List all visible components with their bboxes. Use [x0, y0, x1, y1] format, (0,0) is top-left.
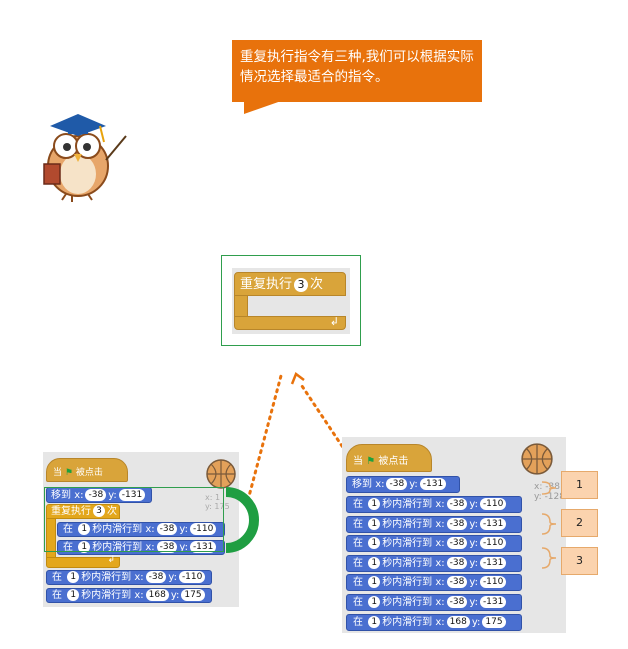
left-hat-block[interactable]: 当 ⚑ 被点击 — [46, 458, 128, 482]
highlight-box — [44, 487, 224, 552]
label-3: 3 — [561, 547, 598, 575]
label-1: 1 — [561, 471, 598, 499]
hat-when-label: 当 — [53, 468, 63, 478]
repeat-label: 重复执行 — [240, 277, 293, 292]
right-sprite-ball-icon — [521, 443, 553, 475]
owl-mascot-icon — [43, 114, 127, 202]
right-hat-block[interactable]: 当 ⚑ 被点击 — [346, 444, 432, 472]
sprite-ball-icon — [206, 459, 236, 489]
green-flag-icon: ⚑ — [64, 468, 73, 478]
bracket-marks — [541, 481, 557, 569]
repeat-count[interactable]: 3 — [294, 277, 309, 292]
green-arc-highlight — [225, 487, 259, 553]
right-green-flag-icon: ⚑ — [366, 456, 376, 467]
repeat-unit: 次 — [310, 277, 324, 292]
loop-arrow-icon: ↲ — [329, 315, 339, 328]
speech-callout: 重复执行指令有三种,我们可以根据实际情况选择最适合的指令。 — [232, 40, 482, 102]
right-hat-clicked-label: 被点击 — [378, 456, 409, 467]
callout-tail — [244, 100, 284, 114]
hat-clicked-label: 被点击 — [75, 468, 103, 478]
left-loop-arrow-icon: ↲ — [107, 555, 115, 565]
right-hat-when-label: 当 — [353, 456, 363, 467]
label-2: 2 — [561, 509, 598, 537]
